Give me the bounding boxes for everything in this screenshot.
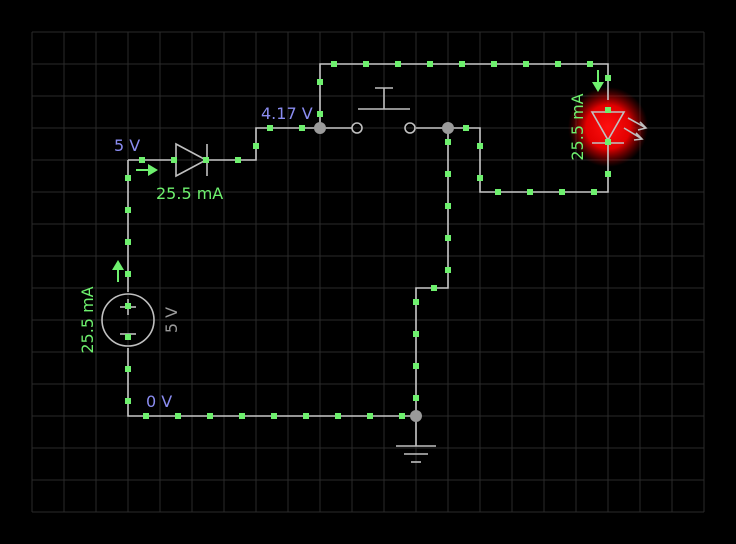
current-dot: [253, 143, 259, 149]
current-dot: [463, 125, 469, 131]
current-dot: [413, 331, 419, 337]
current-dot: [175, 413, 181, 419]
current-dot: [605, 139, 611, 145]
current-dot: [413, 363, 419, 369]
current-dot: [587, 61, 593, 67]
led-glow: [568, 87, 648, 167]
current-dot: [235, 157, 241, 163]
current-dot: [559, 189, 565, 195]
current-dot: [491, 61, 497, 67]
voltage-label-0v: 0 V: [146, 392, 172, 411]
current-dot: [125, 207, 131, 213]
current-dot: [125, 366, 131, 372]
current-label-source: 25.5 mA: [78, 286, 97, 353]
current-dot: [605, 107, 611, 113]
current-dot: [605, 75, 611, 81]
current-dot: [399, 413, 405, 419]
current-dot: [125, 334, 131, 340]
current-dots: [125, 61, 611, 419]
current-dot: [143, 413, 149, 419]
junction-node[interactable]: [314, 122, 326, 134]
current-label-led: 25.5 mA: [568, 93, 587, 160]
voltage-label-5v: 5 V: [114, 136, 140, 155]
current-dot: [413, 299, 419, 305]
current-arrow-source: [112, 260, 124, 282]
ground[interactable]: [396, 445, 436, 463]
current-dot: [395, 61, 401, 67]
current-dot: [331, 61, 337, 67]
current-arrow-diode: [136, 164, 158, 176]
current-dot: [125, 303, 131, 309]
current-dot: [267, 125, 273, 131]
current-dot: [477, 175, 483, 181]
current-dot: [445, 235, 451, 241]
current-dot: [317, 111, 323, 117]
current-dot: [591, 189, 597, 195]
current-dot: [459, 61, 465, 67]
current-dot: [445, 203, 451, 209]
current-dot: [445, 267, 451, 273]
source-circle: [101, 293, 155, 347]
current-dot: [299, 125, 305, 131]
current-dot: [125, 239, 131, 245]
current-dot: [239, 413, 245, 419]
switch-contact-left: [351, 122, 363, 134]
current-dot: [495, 189, 501, 195]
current-dot: [139, 157, 145, 163]
current-dot: [431, 285, 437, 291]
current-dot: [335, 413, 341, 419]
junction-node[interactable]: [442, 122, 454, 134]
current-dot: [125, 398, 131, 404]
current-dot: [527, 189, 533, 195]
current-dot: [207, 413, 213, 419]
switch-contact-right: [404, 122, 416, 134]
current-dot: [203, 157, 209, 163]
current-dot: [171, 157, 177, 163]
current-dot: [363, 61, 369, 67]
current-dot: [445, 171, 451, 177]
source-value-label: 5 V: [162, 307, 181, 333]
current-dot: [125, 271, 131, 277]
push-button-switch[interactable]: [351, 87, 416, 134]
current-dot: [605, 171, 611, 177]
current-arrow-led: [592, 70, 604, 92]
current-dot: [317, 79, 323, 85]
current-dot: [367, 413, 373, 419]
voltage-label-417v: 4.17 V: [261, 104, 313, 123]
led-ray-2: [623, 127, 644, 141]
current-dot: [445, 139, 451, 145]
led-ray-1: [627, 117, 648, 131]
current-dot: [303, 413, 309, 419]
current-dot: [125, 175, 131, 181]
current-dot: [477, 143, 483, 149]
current-dot: [413, 395, 419, 401]
current-dot: [271, 413, 277, 419]
current-dot: [523, 61, 529, 67]
junction-node[interactable]: [410, 410, 422, 422]
current-dot: [427, 61, 433, 67]
current-label-diode: 25.5 mA: [156, 184, 223, 203]
current-dot: [555, 61, 561, 67]
